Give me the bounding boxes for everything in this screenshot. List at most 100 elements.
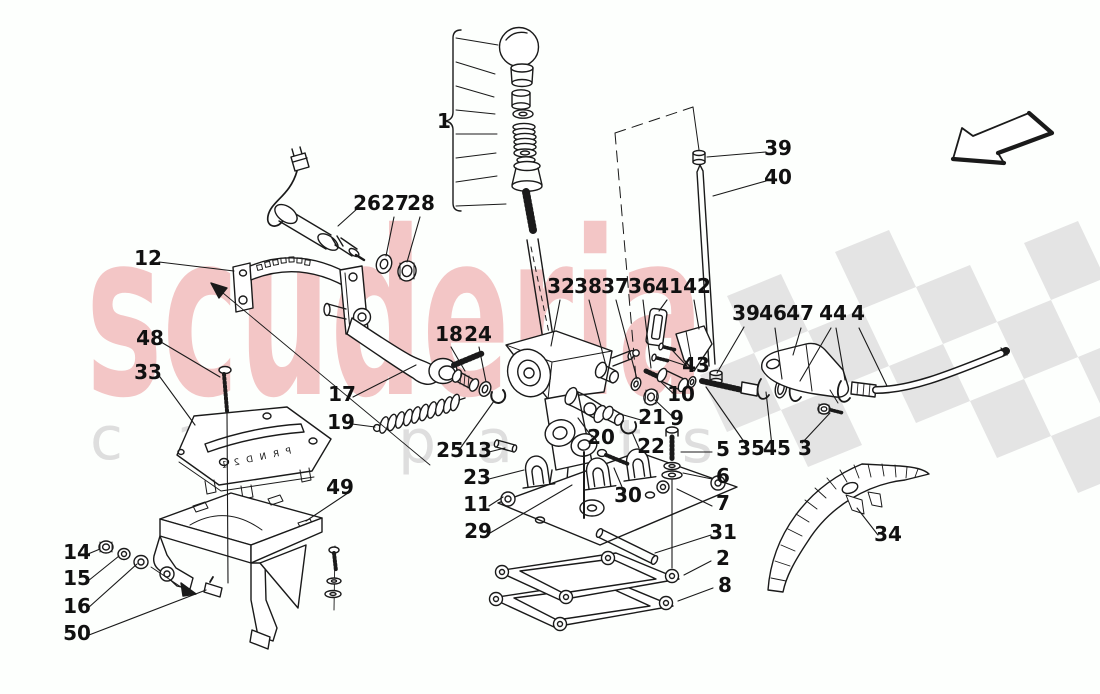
bolt-30 [596,448,630,466]
gear-knob-assembly [444,26,555,347]
base-plate-assembly [493,426,738,546]
part-label-45: 45 [763,436,791,460]
part-label-2: 2 [716,546,730,570]
knob-spring [512,122,537,152]
part-label-46: 46 [759,301,787,325]
screw-43a [662,345,678,352]
curved-guard-34 [767,463,930,593]
part-label-24: 24 [464,322,492,346]
part-label-34: 34 [874,522,902,546]
bracket-screw-washers [324,545,342,611]
bolt-5 [665,426,679,462]
part-label-48: 48 [136,326,164,350]
lower-bushing-b [570,433,598,457]
leader-lines [87,151,888,636]
spacer-10 [656,367,689,393]
support-bracket-assembly [98,492,342,650]
part-label-26: 26 [353,191,381,215]
part-label-6: 6 [716,464,730,488]
part-label-15: 15 [63,566,91,590]
part-label-20: 20 [587,425,615,449]
part-label-9: 9 [670,406,684,430]
gate-slot [204,423,305,453]
part-label-33: 33 [134,360,162,384]
part-label-32: 32 [547,274,575,298]
part-label-40: 40 [764,165,792,189]
watermark-title: scuderia [86,182,704,448]
lower-bushing-a [544,419,576,447]
control-rod-assembly [614,106,723,391]
direction-arrow-icon [950,110,1055,166]
threaded-rod-35 [699,378,745,393]
part-label-4: 4 [851,301,865,325]
solenoid-assembly [266,146,417,282]
part-label-7: 7 [716,491,730,515]
screw-48 [218,365,232,413]
part-label-47: 47 [786,301,814,325]
part-labels: 1234567891011121314151617181920212223242… [63,109,902,645]
part-label-13: 13 [464,438,492,462]
part-label-10: 10 [667,382,695,406]
clip-50 [203,582,223,598]
gate-plate-assembly: P R N D 2 1 [176,365,332,500]
part-label-19: 19 [327,410,355,434]
nut-9 [643,388,659,406]
part-label-30: 30 [614,483,642,507]
part-label-25: 25 [436,438,464,462]
gaskets [488,528,680,632]
washer-24 [478,381,492,397]
part-label-27: 27 [381,191,409,215]
part-label-12: 12 [134,246,162,270]
screw-43b [655,356,671,363]
pin-31 [595,528,659,565]
bushing-38 [594,361,620,384]
part-label-16: 16 [63,594,91,618]
part-label-43: 43 [682,353,710,377]
c-ring-44b [836,380,851,403]
part-label-37: 37 [601,274,629,298]
part-label-21: 21 [638,405,666,429]
washer-37 [630,377,642,391]
cable-assembly [699,342,1010,415]
bracket-brace [444,29,462,212]
part-label-18: 18 [435,322,463,346]
part-label-41: 41 [655,274,683,298]
part-label-14: 14 [63,540,91,564]
part-label-42: 42 [683,274,711,298]
part-label-39: 39 [764,136,792,160]
part-label-3: 3 [798,436,812,460]
part-label-28: 28 [407,191,435,215]
part-label-11: 11 [463,492,491,516]
washers-6 [661,461,683,480]
rod-cap-top [692,149,706,166]
part-label-1: 1 [437,109,451,133]
part-label-23: 23 [463,465,491,489]
circlip-25 [490,389,507,404]
part-label-17: 17 [328,382,356,406]
washer-27 [375,253,393,275]
pin-13 [493,439,518,453]
part-label-36: 36 [628,274,656,298]
motion-arrows [150,282,431,597]
threaded-rod [522,188,537,234]
connector [290,152,310,172]
selector-gate-bracket [232,256,372,335]
cable-end-fitting [850,381,877,398]
shift-knob [498,26,540,68]
bolt-3 [817,403,845,415]
shift-mechanism [505,307,713,510]
lever-shaft [526,238,555,347]
part-label-8: 8 [718,573,732,597]
watermark: scuderia car parts [86,182,713,477]
bracket-42 [675,325,713,372]
part-label-29: 29 [464,519,492,543]
knurled-bushing-18 [451,369,480,392]
cap-21 [602,405,625,426]
selector-lever [346,317,507,404]
part-label-44: 44 [819,301,847,325]
bracket-arm [152,535,194,590]
return-spring [372,393,466,434]
part-label-22: 22 [637,434,665,458]
